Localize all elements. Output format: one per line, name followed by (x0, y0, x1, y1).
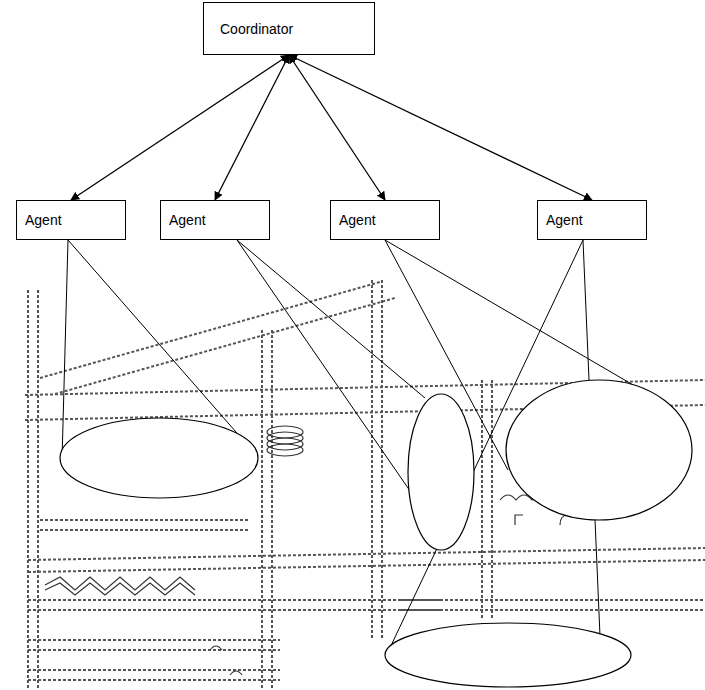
agent-box: Agent (160, 200, 270, 240)
message-arrow (289, 55, 385, 200)
map-roads (25, 280, 705, 690)
agent-box: Agent (537, 200, 647, 240)
message-arrow (215, 55, 289, 200)
message-arrow (71, 55, 289, 200)
agent-box: Agent (16, 200, 126, 240)
message-arrow (289, 55, 592, 200)
coordinator-box: Coordinator (203, 2, 375, 55)
node-label: Agent (169, 212, 206, 228)
node-label: Agent (546, 212, 583, 228)
node-label: Agent (25, 212, 62, 228)
node-label: Coordinator (220, 21, 293, 37)
agent-box: Agent (330, 200, 440, 240)
node-label: Agent (339, 212, 376, 228)
region-ellipses (60, 380, 692, 687)
